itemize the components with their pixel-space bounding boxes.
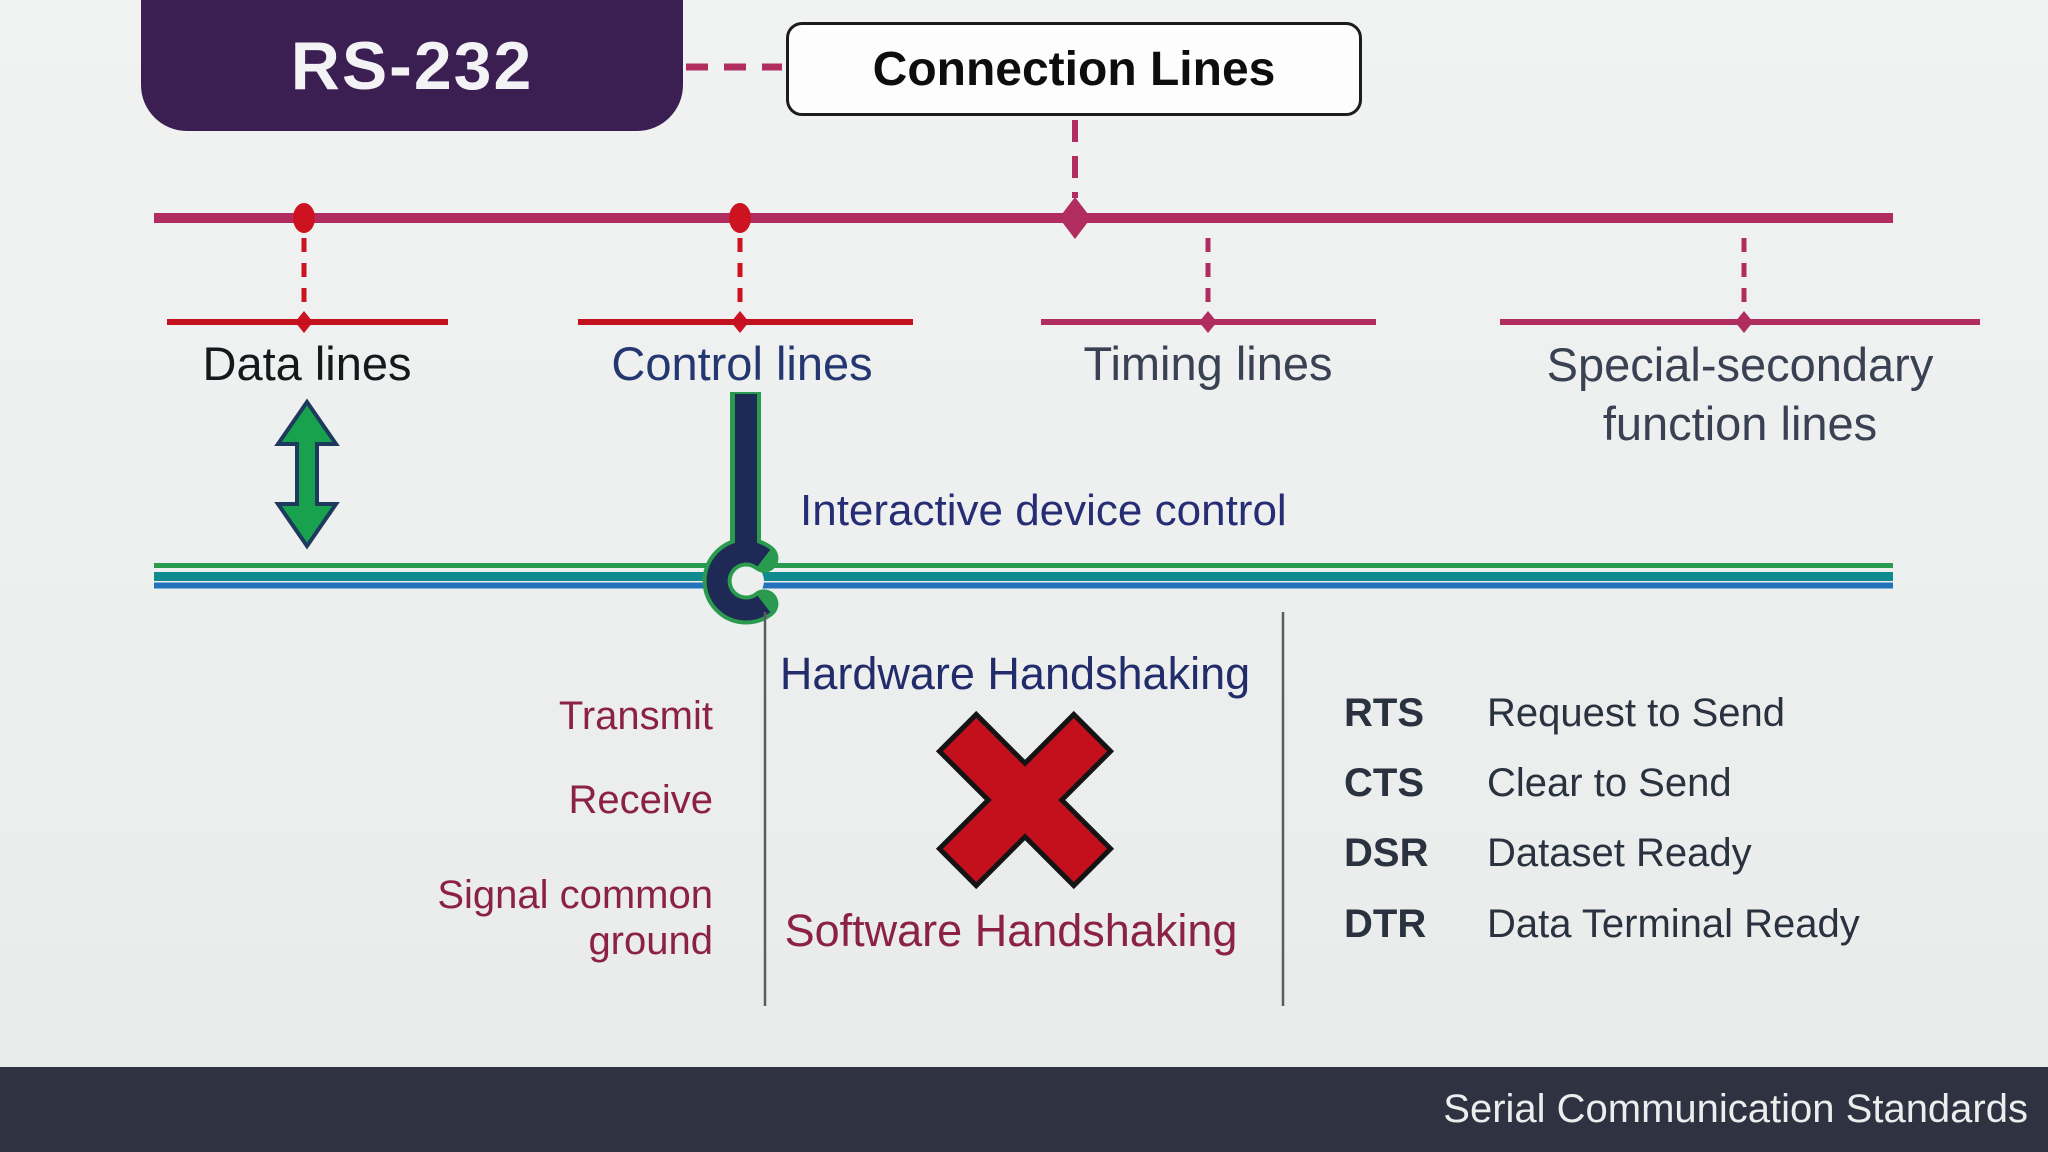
branch-label-special-secondary: Special-secondary function lines: [1546, 338, 1934, 450]
control-signal-name: Data Terminal Ready: [1487, 902, 1860, 946]
control-signal-abbr: DTR: [1344, 902, 1427, 946]
rs232-badge-label: RS-232: [290, 27, 534, 104]
control-hook-hole: [728, 563, 764, 599]
rs232-badge: RS-232: [141, 0, 683, 131]
interactive-device-control-label: Interactive device control: [800, 486, 1287, 535]
signal-label-receive: Receive: [568, 778, 713, 822]
hardware-handshaking-label: Hardware Handshaking: [779, 648, 1251, 699]
x-mark-icon: [935, 710, 1115, 890]
control-branch-dot: [729, 203, 751, 233]
page-title: Connection Lines: [872, 42, 1276, 96]
signal-label-transmit: Transmit: [558, 694, 713, 738]
control-hook-loop: [706, 541, 771, 621]
control-signal-abbr: RTS: [1344, 691, 1424, 735]
footer-caption: Serial Communication Standards: [1443, 1087, 2028, 1131]
connection-lines-title-box: Connection Lines: [786, 22, 1362, 116]
control-signal-name: Clear to Send: [1487, 761, 1732, 805]
signal-label-common-ground: Signal common ground: [437, 873, 713, 963]
control-signal-abbr: CTS: [1344, 761, 1424, 805]
control-hook-bar: [735, 394, 757, 552]
bidirectional-arrow-icon: [274, 398, 340, 550]
software-handshaking-label: Software Handshaking: [784, 905, 1238, 956]
title-junction-diamond: [1059, 197, 1091, 239]
branch-label-data-lines: Data lines: [202, 337, 412, 390]
control-signal-abbr: DSR: [1344, 831, 1429, 875]
control-signal-name: Request to Send: [1487, 691, 1785, 735]
branch-label-timing-lines: Timing lines: [1083, 337, 1333, 390]
control-signal-name: Dataset Ready: [1487, 831, 1752, 875]
footer-bar: Serial Communication Standards: [0, 1067, 2048, 1152]
branch-label-control-lines: Control lines: [611, 337, 873, 390]
data-branch-dot: [293, 203, 315, 233]
